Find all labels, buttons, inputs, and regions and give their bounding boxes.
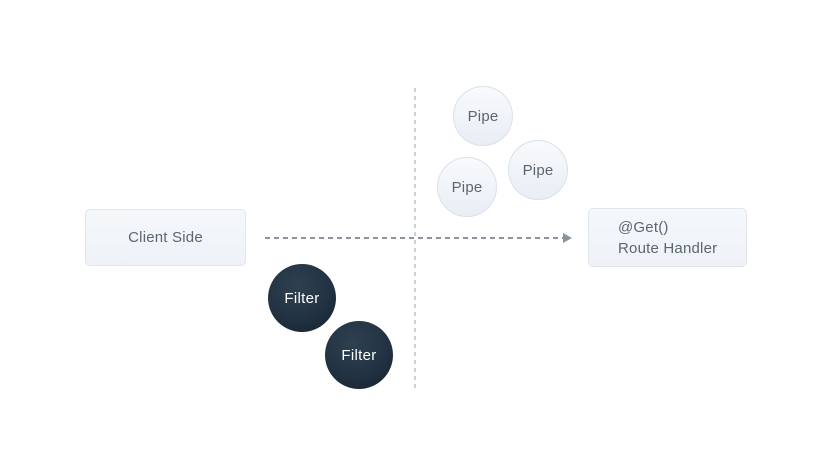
route-handler-decorator-label: @Get() xyxy=(618,218,669,236)
filter-node: Filter xyxy=(325,321,393,389)
pipe-node: Pipe xyxy=(453,86,513,146)
pipe-node: Pipe xyxy=(508,140,568,200)
arrowhead-icon xyxy=(563,233,572,243)
pipe-label: Pipe xyxy=(467,107,499,125)
filter-label: Filter xyxy=(341,346,377,364)
pipe-label: Pipe xyxy=(451,178,483,196)
route-handler-node: @Get() Route Handler xyxy=(588,208,747,267)
pipe-node: Pipe xyxy=(437,157,497,217)
filter-node: Filter xyxy=(268,264,336,332)
client-side-node: Client Side xyxy=(85,209,246,266)
vertical-divider-dashed-line xyxy=(414,88,416,388)
filter-label: Filter xyxy=(284,289,320,307)
client-side-label: Client Side xyxy=(128,229,203,246)
route-handler-label: Route Handler xyxy=(618,239,718,257)
pipe-label: Pipe xyxy=(522,161,554,179)
